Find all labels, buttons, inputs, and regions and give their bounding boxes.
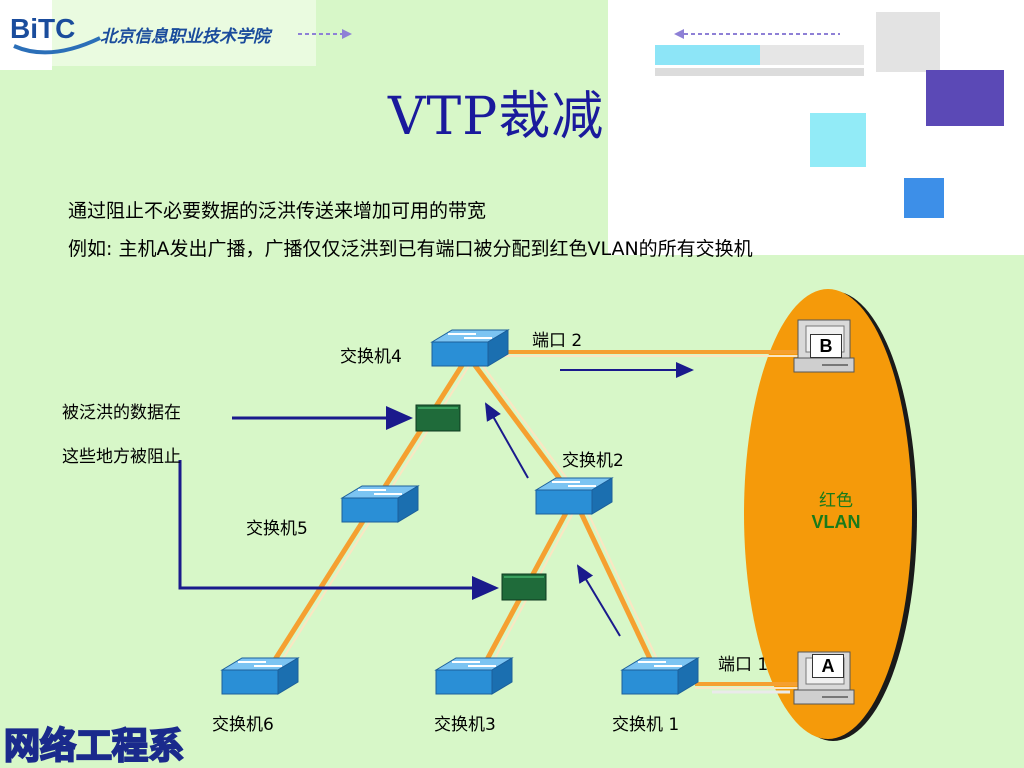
port-2-label: 端口 2 (532, 331, 583, 351)
vlan-label-line2: VLAN (812, 512, 861, 532)
header-white-block (0, 0, 52, 70)
deco-square-purple (926, 70, 1004, 126)
switch-5-label: 交换机5 (246, 519, 308, 539)
link-sw4-host-b (470, 350, 800, 357)
switch-2-label: 交换机2 (562, 451, 624, 471)
flow-arrow-sw1-to-sw2 (576, 564, 621, 637)
logo-subtitle: 北京信息职业技术学院 (100, 27, 273, 47)
flow-arrow-sw2-to-sw4 (485, 402, 529, 479)
switch-6-label: 交换机6 (212, 715, 274, 735)
logo-header: BiTC 北京信息职业技术学院 (10, 13, 352, 55)
logo-text: BiTC (10, 13, 75, 44)
switch-2-icon (534, 477, 614, 515)
block-pointer-lower (178, 460, 499, 600)
vlan-label-line1: 红色 (819, 491, 853, 511)
deco-square-gray-large (876, 12, 940, 72)
switch-5-icon (340, 485, 420, 523)
host-a-label: A (812, 654, 844, 678)
body-line-2: 例如: 主机A发出广播，广播仅仅泛洪到已有端口被分配到红色VLAN的所有交换机 (68, 238, 753, 260)
logo-background (52, 0, 316, 66)
page-title: VTP裁减 (388, 87, 605, 147)
deco-bar-gray (760, 45, 864, 65)
switch-1-label: 交换机 1 (612, 715, 680, 735)
blocked-note-line2: 这些地方被阻止 (62, 447, 181, 467)
switch-4-label: 交换机4 (340, 347, 402, 367)
deco-square-blue (904, 178, 944, 218)
switch-4-icon (430, 329, 510, 367)
switch-3-icon (434, 657, 514, 695)
deco-bar-cyan (655, 45, 760, 65)
block-marker-upper (415, 404, 461, 432)
deco-square-cyan (810, 113, 866, 167)
switch-1-icon (620, 657, 700, 695)
footer-watermark: 网络工程系 (3, 724, 185, 768)
blocked-note-line1: 被泛洪的数据在 (62, 403, 181, 423)
red-vlan-area (744, 289, 912, 739)
logo-swoosh (13, 36, 101, 55)
link-sw1-host-a (695, 682, 800, 694)
body-line-1: 通过阻止不必要数据的泛洪传送来增加可用的带宽 (68, 200, 487, 222)
port-1-label: 端口 1 (718, 655, 769, 675)
host-b-label: B (810, 334, 842, 358)
block-marker-lower (501, 573, 547, 601)
header-dash-arrow (674, 29, 840, 39)
logo-arrow-right-icon (342, 29, 352, 39)
deco-line-gray (655, 68, 864, 76)
link-sw4-sw2 (465, 353, 581, 500)
switch-6-icon (220, 657, 300, 695)
watermark-text: 网络工程系 (4, 725, 184, 767)
link-sw2-sw1 (571, 495, 667, 682)
switch-3-label: 交换机3 (434, 715, 496, 735)
arrow-left-icon (674, 29, 684, 39)
